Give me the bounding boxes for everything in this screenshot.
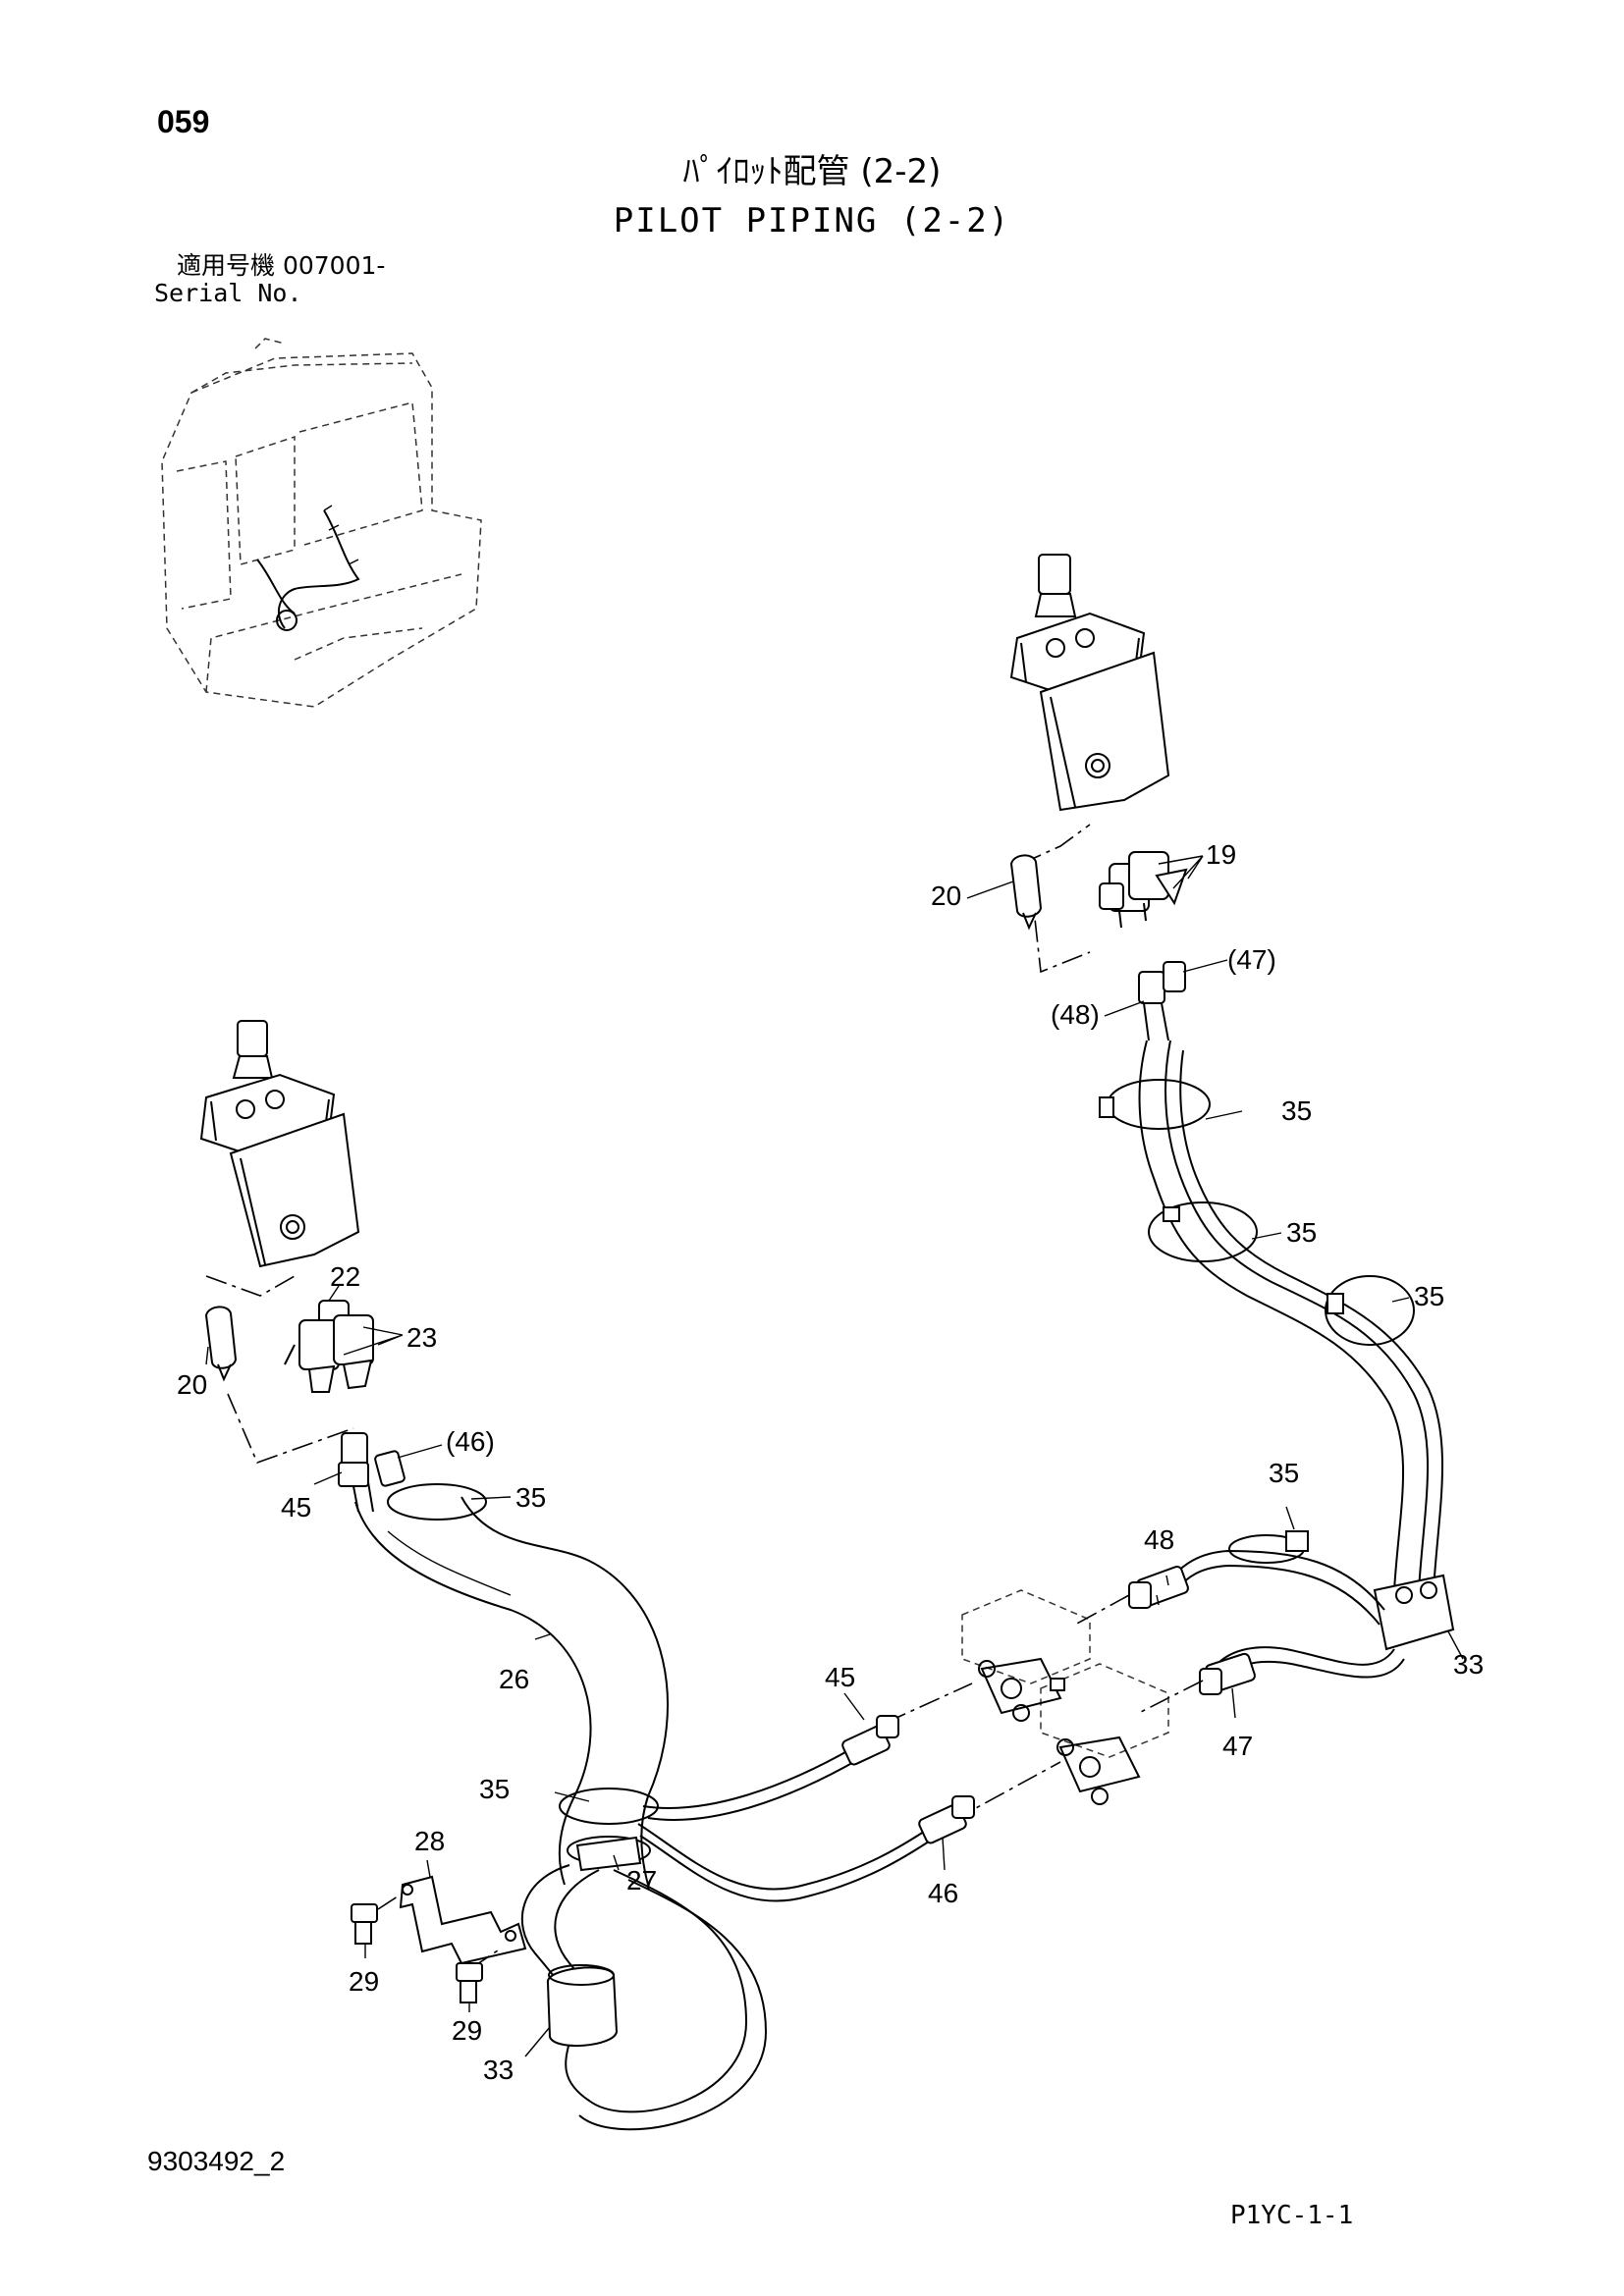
lower-hose-loop (520, 1864, 768, 2131)
callout-26: 26 (499, 1664, 529, 1694)
callout-48: 48 (1144, 1524, 1174, 1555)
assembly-line-48 (1074, 1594, 1130, 1626)
callout-20-left: 20 (177, 1369, 207, 1400)
cab-locator-thumbnail (161, 338, 482, 708)
callout-29-b: 29 (452, 2015, 482, 2046)
bolt-29-a (351, 1903, 378, 1945)
callout-23: 23 (406, 1322, 437, 1353)
callout-47: 47 (1222, 1731, 1253, 1761)
callout-33-left: 33 (483, 2055, 514, 2085)
callout-22: 22 (330, 1261, 360, 1292)
hoses-45-46 (637, 1715, 975, 1902)
callout-35-b: 35 (1286, 1217, 1317, 1248)
hoses-48-47 (1128, 1530, 1405, 1695)
control-valve-blocks (961, 1589, 1169, 1805)
assembly-line-47 (1138, 1680, 1204, 1714)
callout-35-a: 35 (1281, 1095, 1312, 1126)
callout-45: 45 (825, 1662, 855, 1692)
callout-27: 27 (626, 1865, 657, 1896)
assembly-line-left-b (227, 1393, 354, 1465)
drawing-number: 9303492_2 (147, 2146, 286, 2176)
sleeve-hose-26 (354, 1483, 669, 1886)
callout-35-c: 35 (1414, 1281, 1444, 1311)
callout-33-right: 33 (1453, 1649, 1484, 1680)
sheet-code: P1YC-1-1 (1230, 2201, 1354, 2230)
callout-46-ref: (46) (446, 1426, 495, 1457)
hose-fittings-right-top (1138, 961, 1186, 1041)
callout-46: 46 (928, 1878, 958, 1908)
callout-19: 19 (1206, 839, 1236, 870)
callout-20-right: 20 (931, 881, 961, 911)
right-hose-bundle (1099, 1040, 1455, 1651)
hose-fittings-left-top (338, 1432, 406, 1513)
callout-29-a: 29 (349, 1966, 379, 1997)
assembly-line-45 (885, 1682, 973, 1724)
callout-28: 28 (414, 1826, 445, 1856)
bracket-28 (399, 1875, 527, 1965)
assembly-line-29a (377, 1894, 402, 1910)
serial-label-japanese: 適用号機 007001- (177, 251, 386, 280)
callout-47-ref: (47) (1227, 944, 1276, 975)
clamp-27-band-35 (559, 1788, 659, 1872)
callout-48-ref: (48) (1051, 999, 1100, 1030)
serial-label-english: Serial No. (154, 279, 302, 307)
leader-lines (205, 855, 1464, 2057)
page-title-japanese: ﾊﾟｲﾛｯﾄ配管 (2-2) (682, 152, 942, 191)
page-title-english: PILOT PIPING (2-2) (613, 201, 1011, 240)
fittings-22-23 (284, 1300, 374, 1393)
bolt-29-b (456, 1962, 483, 2003)
callout-35-e: 35 (515, 1482, 546, 1513)
callout-35-f: 35 (479, 1774, 510, 1804)
right-pilot-valve (1009, 554, 1170, 812)
fittings-19 (1099, 851, 1188, 929)
callout-35-d: 35 (1269, 1458, 1299, 1488)
left-pilot-valve (199, 1020, 360, 1268)
callout-45-left: 45 (281, 1492, 311, 1522)
plug-20-left (204, 1306, 238, 1382)
page-number: 059 (157, 104, 210, 139)
assembly-line-left-a (205, 1275, 296, 1297)
plug-20-right (1009, 854, 1043, 931)
